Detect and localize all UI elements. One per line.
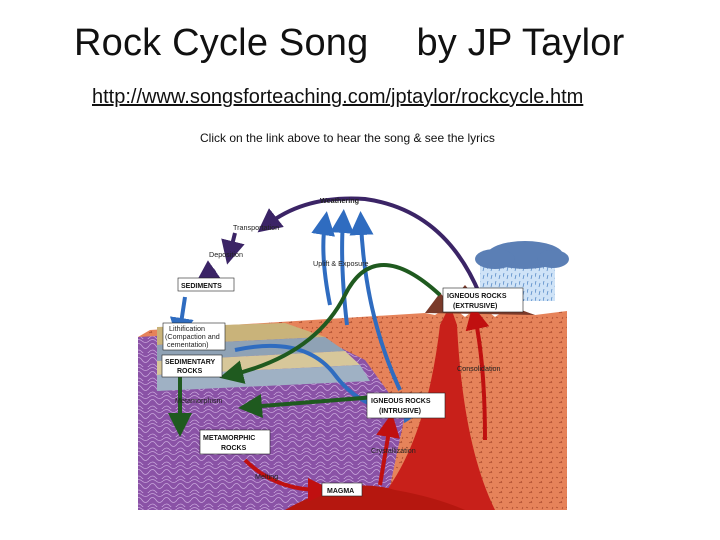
label-igneous-intrusive-2: (INTRUSIVE) [379, 408, 421, 415]
igneous-extrusive-box [442, 287, 524, 313]
label-transportation: Transportation [233, 223, 279, 232]
consolidation-arrow [465, 305, 490, 441]
label-deposition: Deposition [209, 250, 243, 259]
rock-cycle-diagram: Weathering Transportation Deposition Upl… [138, 196, 569, 510]
song-title: Rock Cycle Song [74, 22, 369, 64]
label-igneous-extrusive-2: (EXTRUSIVE) [453, 303, 497, 310]
label-metamorphism: Metamorphism [175, 396, 223, 405]
uplift-arrow-left [311, 211, 336, 306]
magma-box [321, 482, 363, 497]
label-lithification-2: (Compaction and [165, 332, 220, 341]
label-lithification-1: Lithification [169, 324, 205, 333]
lithification-box [162, 322, 226, 351]
label-magma: MAGMA [327, 488, 354, 495]
label-melting: Melting [255, 472, 278, 481]
crystallization-arrow [376, 413, 400, 486]
label-sedimentary-2: ROCKS [177, 368, 203, 375]
label-sediments: SEDIMENTS [181, 283, 222, 290]
label-igneous-intrusive-1: IGNEOUS ROCKS [371, 398, 431, 405]
diagram-labels: Weathering Transportation Deposition Upl… [161, 196, 524, 497]
label-weathering: Weathering [320, 196, 359, 205]
uplift-arrow-right [349, 211, 402, 391]
sediments-box [177, 277, 235, 292]
page-title: Rock Cycle Song by JP Taylor [74, 22, 624, 65]
link-instructions: Click on the link above to hear the song… [200, 131, 495, 145]
metamorphism-arrow-1 [219, 263, 442, 384]
label-crystallization: Crystallization [371, 446, 416, 455]
song-link[interactable]: http://www.songsforteaching.com/jptaylor… [92, 86, 584, 108]
label-uplift: Uplift & Exposure [313, 259, 369, 268]
label-consolidation: Consolidation [457, 364, 501, 373]
label-metamorphic-1: METAMORPHIC [203, 435, 255, 442]
label-lithification-3: cementation) [167, 340, 209, 349]
weathering-arrow [257, 196, 482, 296]
melting-arrow [243, 458, 332, 502]
author-name: by JP Taylor [416, 22, 625, 64]
deposition-arrow [195, 260, 222, 284]
transportation-arrow [221, 232, 245, 265]
label-metamorphic-2: ROCKS [221, 445, 247, 452]
label-sedimentary-1: SEDIMENTARY [165, 359, 216, 366]
label-igneous-extrusive-1: IGNEOUS ROCKS [447, 293, 507, 300]
sedimentary-rocks-box [161, 354, 223, 378]
igneous-intrusive-box [366, 392, 446, 419]
uplift-arrow-center [330, 209, 355, 326]
metamorphic-rocks-box [199, 429, 271, 455]
